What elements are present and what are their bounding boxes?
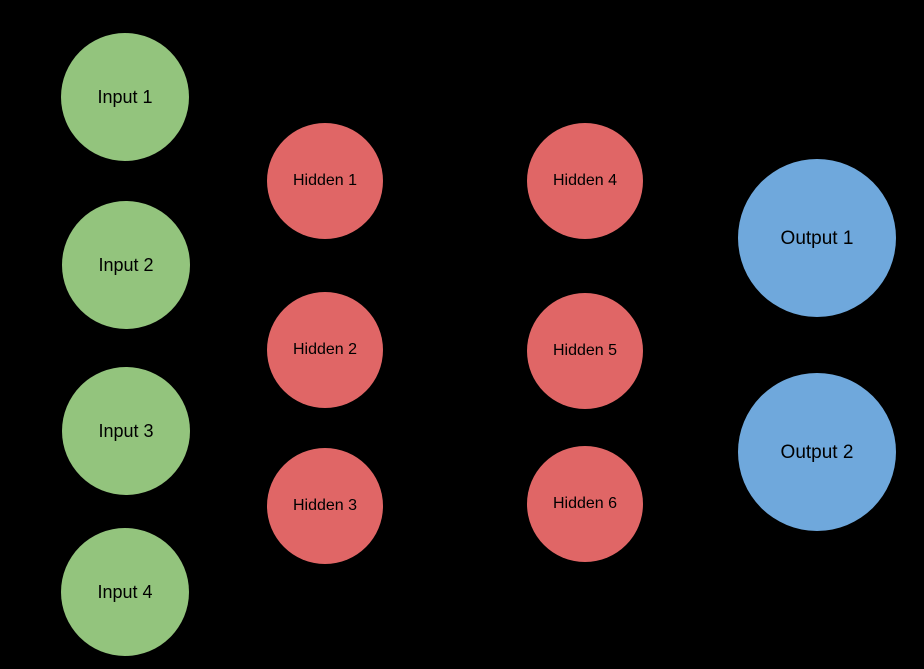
node-label: Output 1: [780, 227, 854, 249]
node-hidden-3: Hidden 3: [267, 448, 383, 564]
node-hidden-2: Hidden 2: [267, 292, 383, 408]
node-label: Hidden 1: [292, 172, 358, 189]
node-input-1: Input 1: [61, 33, 189, 161]
node-output-1: Output 1: [738, 159, 896, 317]
node-label: Input 2: [98, 255, 154, 275]
node-label: Output 2: [780, 441, 854, 463]
node-label: Input 3: [98, 421, 154, 441]
node-hidden-5: Hidden 5: [527, 293, 643, 409]
node-label: Hidden 4: [552, 172, 618, 189]
node-output-2: Output 2: [738, 373, 896, 531]
node-label: Input 4: [97, 582, 153, 602]
node-input-3: Input 3: [62, 367, 190, 495]
node-input-4: Input 4: [61, 528, 189, 656]
node-hidden-6: Hidden 6: [527, 446, 643, 562]
node-hidden-4: Hidden 4: [527, 123, 643, 239]
node-label: Hidden 3: [292, 497, 358, 514]
node-label: Hidden 2: [292, 341, 358, 358]
node-label: Hidden 5: [552, 342, 618, 359]
node-label: Hidden 6: [552, 495, 618, 512]
node-hidden-1: Hidden 1: [267, 123, 383, 239]
node-label: Input 1: [97, 87, 153, 107]
node-input-2: Input 2: [62, 201, 190, 329]
